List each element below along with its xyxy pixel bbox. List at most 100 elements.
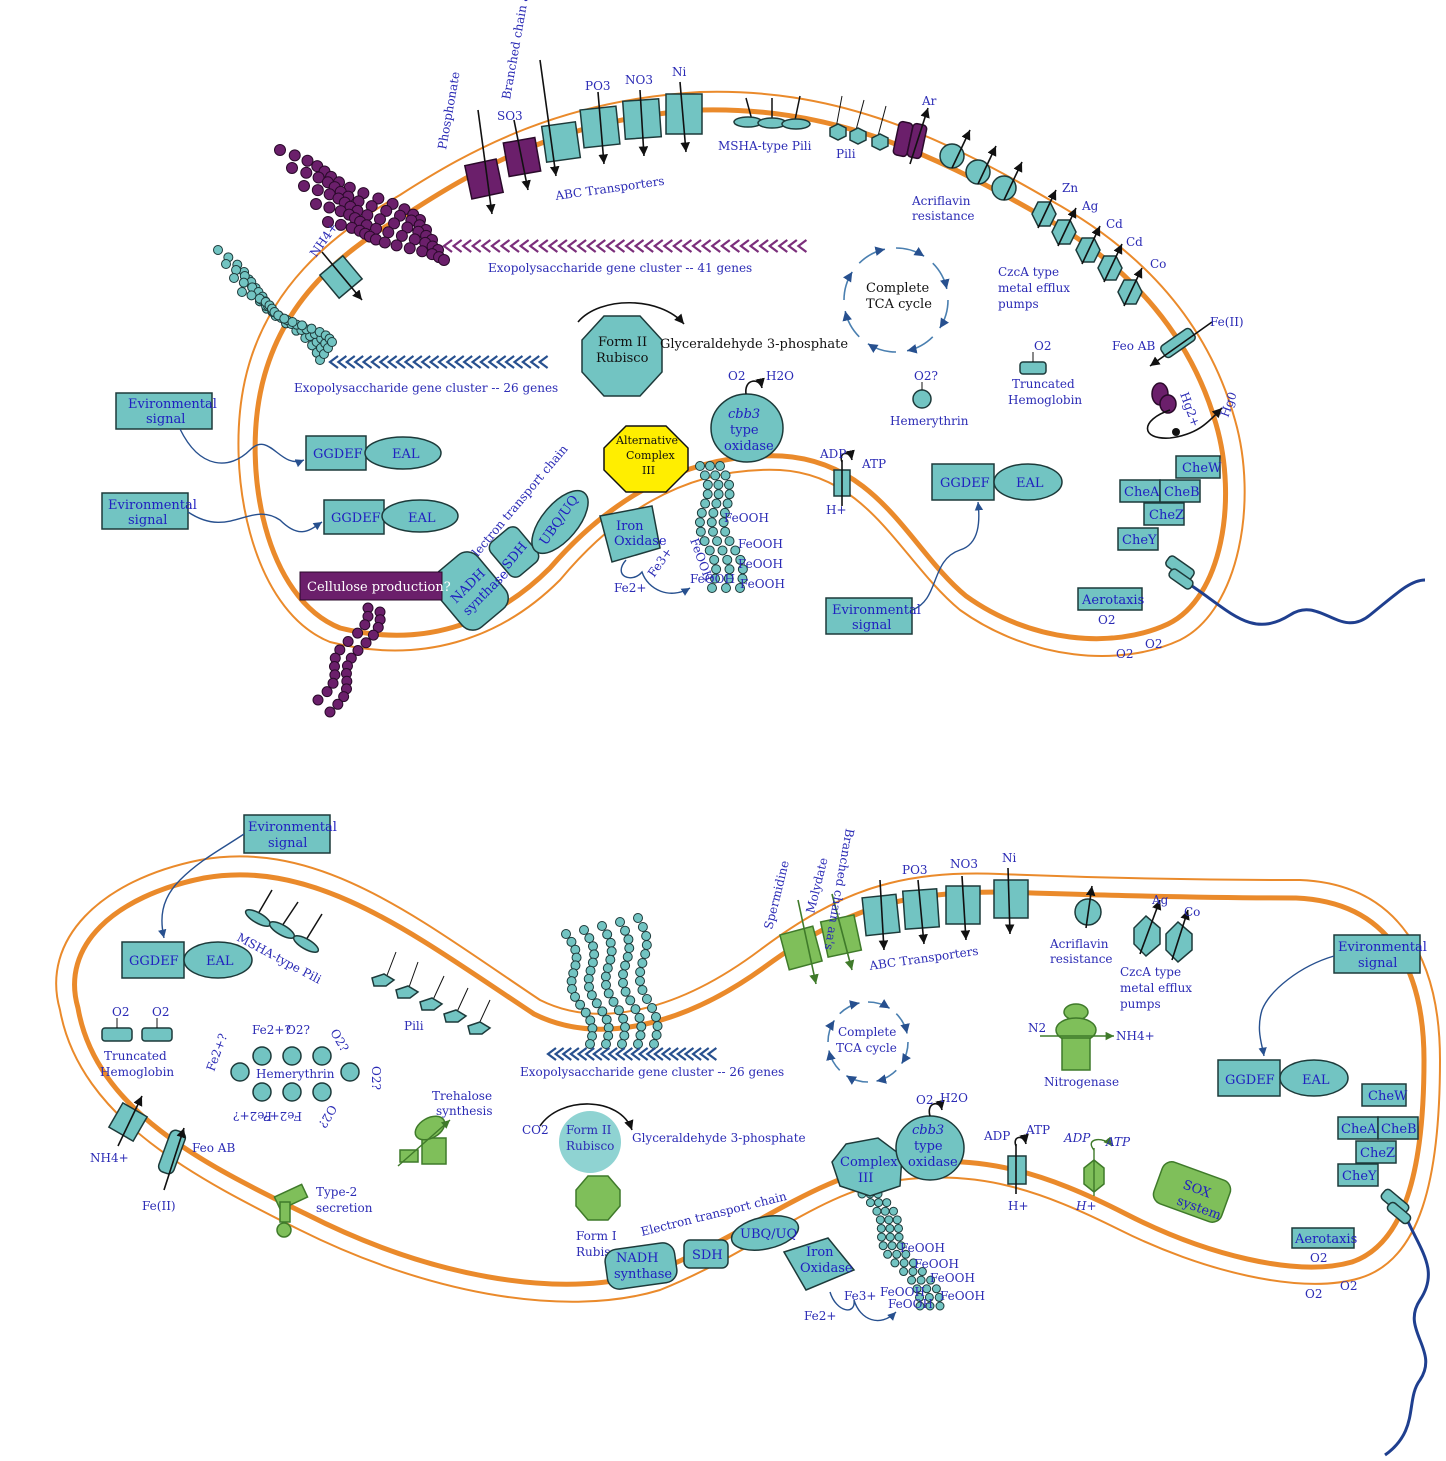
type2-secretion xyxy=(273,1183,309,1238)
spermidine-label: Spermidine xyxy=(761,859,792,931)
bottom-acriflavin-1: Acriflavin xyxy=(1049,937,1109,951)
feooh-bead xyxy=(705,461,715,471)
eps-bead xyxy=(603,1030,614,1041)
eps-bead xyxy=(312,171,325,184)
eps-bead xyxy=(634,1012,645,1023)
gene-arrow xyxy=(569,1047,580,1061)
ar-transporter xyxy=(892,107,930,165)
gene-arrow xyxy=(591,1047,603,1061)
eps-bead xyxy=(635,1030,646,1041)
feooh-bead xyxy=(894,1223,904,1233)
feooh-bead xyxy=(712,536,723,547)
feooh-bead xyxy=(730,545,741,556)
eps-bead xyxy=(378,236,391,249)
eps-bead xyxy=(403,242,416,255)
eps-bead xyxy=(641,931,652,941)
svg-text:CheY: CheY xyxy=(1342,1169,1377,1184)
gene-arrow xyxy=(660,1047,672,1061)
eps41-arrows xyxy=(442,239,808,253)
bottom-feoab xyxy=(157,1127,187,1191)
gene-arrow xyxy=(412,355,423,369)
svg-text:oxidase: oxidase xyxy=(908,1155,958,1170)
tca-arc xyxy=(932,262,950,290)
gene-arrow xyxy=(652,239,664,253)
bottom-hplus-1: H+ xyxy=(1008,1199,1029,1213)
feooh-bead xyxy=(713,489,724,500)
eps-bead xyxy=(332,698,344,710)
eps-bead xyxy=(566,936,577,947)
feooh-bead xyxy=(912,1284,922,1294)
svg-text:type: type xyxy=(730,423,759,438)
eps-bead xyxy=(630,1004,641,1015)
feooh-bead xyxy=(885,1232,895,1242)
eps-bead xyxy=(300,166,313,179)
eps26-top-label: Exopolysaccharide gene cluster -- 26 gen… xyxy=(294,381,558,395)
svg-text:cbb3: cbb3 xyxy=(912,1123,944,1138)
gene-arrow xyxy=(557,239,568,253)
top-fe2plus: Fe2+ xyxy=(614,581,646,595)
gene-arrow xyxy=(461,239,472,253)
gene-arrow xyxy=(537,355,549,369)
nitrogenase-label: Nitrogenase xyxy=(1044,1075,1119,1089)
feooh-bead xyxy=(710,470,721,481)
gene-arrow xyxy=(490,239,501,253)
bottom-inner-membrane xyxy=(72,872,1427,1287)
eps-bead xyxy=(395,229,408,242)
tca-arc xyxy=(839,1000,860,1015)
bottom-tca-cycle xyxy=(825,999,911,1085)
svg-text:GGDEF: GGDEF xyxy=(129,954,179,969)
svg-text:SDH: SDH xyxy=(692,1248,723,1263)
svg-text:UBQ/UQ: UBQ/UQ xyxy=(740,1227,797,1242)
eps-bead xyxy=(274,144,286,156)
svg-text:Iron: Iron xyxy=(616,519,644,534)
feooh-bead xyxy=(715,461,725,471)
bottom-hem-fe-4: Fe2+? xyxy=(263,1109,302,1123)
feooh-bead xyxy=(713,479,724,490)
feooh-bead xyxy=(695,461,705,471)
metal-co: Co xyxy=(1150,257,1166,271)
top-ggdef-eal-2: GGDEF EAL xyxy=(323,499,459,535)
tca-arc xyxy=(845,1074,869,1085)
gene-arrow xyxy=(777,239,788,253)
top-feooh-4: FeOOH xyxy=(738,557,783,571)
gene-arrow xyxy=(487,355,498,369)
bottom-outer-membrane xyxy=(55,855,1442,1303)
bottom-env-signal-box-1: Evironmental signal xyxy=(243,814,337,854)
eps-bead xyxy=(327,337,337,347)
feooh-bead xyxy=(711,498,722,509)
gene-arrow xyxy=(637,1047,649,1061)
gene-arrow xyxy=(622,1047,634,1061)
eps-bead xyxy=(619,1030,630,1041)
top-feooh-chains xyxy=(694,461,748,593)
bottom-hem-o2q-2: O2? xyxy=(327,1027,351,1055)
eps-bead xyxy=(601,1014,612,1025)
gene-arrow xyxy=(479,355,490,369)
gene-arrow xyxy=(576,1047,588,1061)
tca-arc xyxy=(895,1013,910,1034)
svg-text:Oxidase: Oxidase xyxy=(614,534,667,549)
gene-arrow xyxy=(370,355,381,369)
eps-bead xyxy=(388,217,401,230)
gene-arrow xyxy=(633,239,645,253)
eps-bead xyxy=(615,917,625,927)
bottom-hem-o2q-4: O2? xyxy=(315,1103,339,1131)
svg-text:CheB: CheB xyxy=(1381,1122,1417,1137)
eps-bead xyxy=(584,982,594,992)
eps-bead xyxy=(288,149,301,162)
gene-arrow xyxy=(428,355,440,369)
mercury-reductase xyxy=(1146,382,1223,439)
svg-text:GGDEF: GGDEF xyxy=(313,447,363,462)
gene-arrow xyxy=(643,239,654,253)
feooh-bead xyxy=(724,479,735,490)
gene-arrow xyxy=(470,355,482,369)
bottom-rubisco1-1: Form I xyxy=(576,1229,617,1243)
purple-eps-chain-bottom xyxy=(312,602,386,718)
eps-bead xyxy=(359,619,371,631)
bottom-feoab-label: Feo AB xyxy=(192,1141,235,1155)
top-feoab xyxy=(1149,321,1213,367)
top-rubisco-label-1: Form II xyxy=(598,335,647,350)
trehalose-1: Trehalose xyxy=(432,1089,492,1103)
svg-text:NADH: NADH xyxy=(616,1251,659,1266)
feooh-bead xyxy=(917,1267,927,1277)
feooh-bead xyxy=(706,517,717,528)
